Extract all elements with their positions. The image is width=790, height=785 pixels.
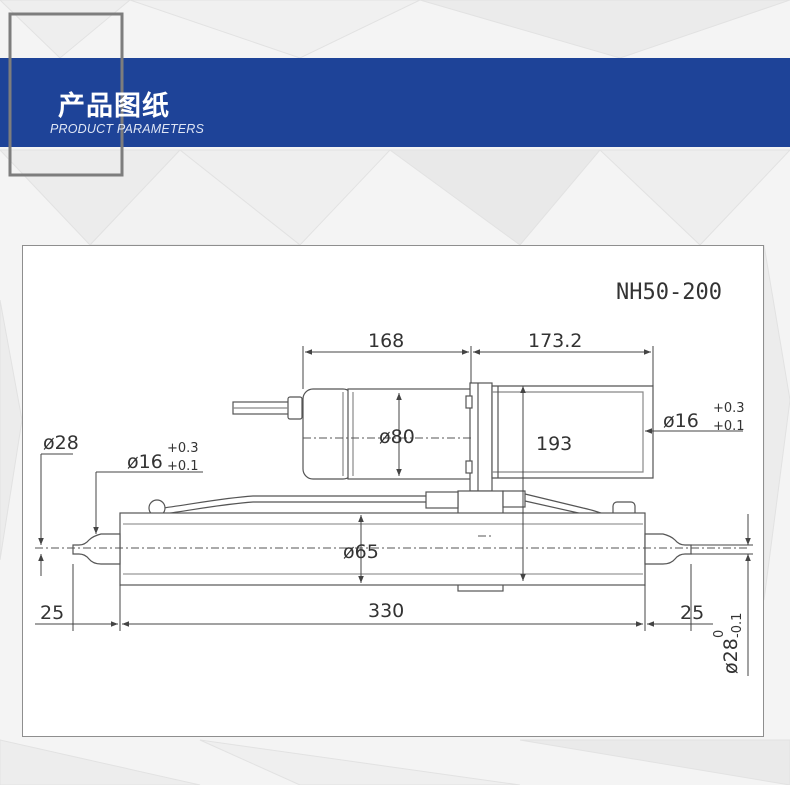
dim-right-rod-end-tol-upper: 0 <box>712 630 727 638</box>
centerlines <box>35 437 748 549</box>
dim-right-port: ø16 <box>663 410 699 432</box>
pump-body <box>491 385 654 479</box>
dim-left-rod-end: ø28 <box>43 432 79 454</box>
dim-body-length: 330 <box>368 600 404 622</box>
page-subtitle: PRODUCT PARAMETERS <box>50 122 205 136</box>
page-title: 产品图纸 <box>58 91 170 122</box>
model-label: NH50-200 <box>616 280 722 305</box>
dim-pump-length: 173.2 <box>528 330 582 352</box>
technical-drawing: NH50-200 168 173.2 ø80 193 ø16 +0.3 +0.1… <box>22 245 764 737</box>
dim-right-rod-end-tol-lower: -0.1 <box>730 613 745 638</box>
header-banner <box>0 58 790 147</box>
dim-height: 193 <box>536 433 572 455</box>
cylinder-body <box>119 512 646 586</box>
dim-left-port: ø16 <box>127 451 163 473</box>
dim-right-port-tol-upper: +0.3 <box>713 401 745 416</box>
dim-right-end: 25 <box>680 602 704 624</box>
dim-right-rod-end-group: ø28 0 -0.1 <box>712 613 745 674</box>
dim-right-rod-end: ø28 <box>720 638 742 674</box>
dim-cylinder-dia: ø65 <box>343 541 379 563</box>
rod-end-left <box>72 533 121 565</box>
dim-right-port-tol-lower: +0.1 <box>713 419 745 434</box>
motor-body <box>302 388 474 480</box>
dim-left-port-tol-upper: +0.3 <box>167 441 199 456</box>
dim-motor-length: 168 <box>368 330 404 352</box>
dim-motor-dia: ø80 <box>379 426 415 448</box>
dim-left-end: 25 <box>40 602 64 624</box>
rod-end-right <box>644 533 692 565</box>
drawing-canvas: NH50-200 168 173.2 ø80 193 ø16 +0.3 +0.1… <box>35 280 753 676</box>
dim-left-port-tol-lower: +0.1 <box>167 459 199 474</box>
motor-cable <box>232 396 303 420</box>
motor-flange <box>465 382 493 492</box>
dimension-lines <box>35 346 753 676</box>
